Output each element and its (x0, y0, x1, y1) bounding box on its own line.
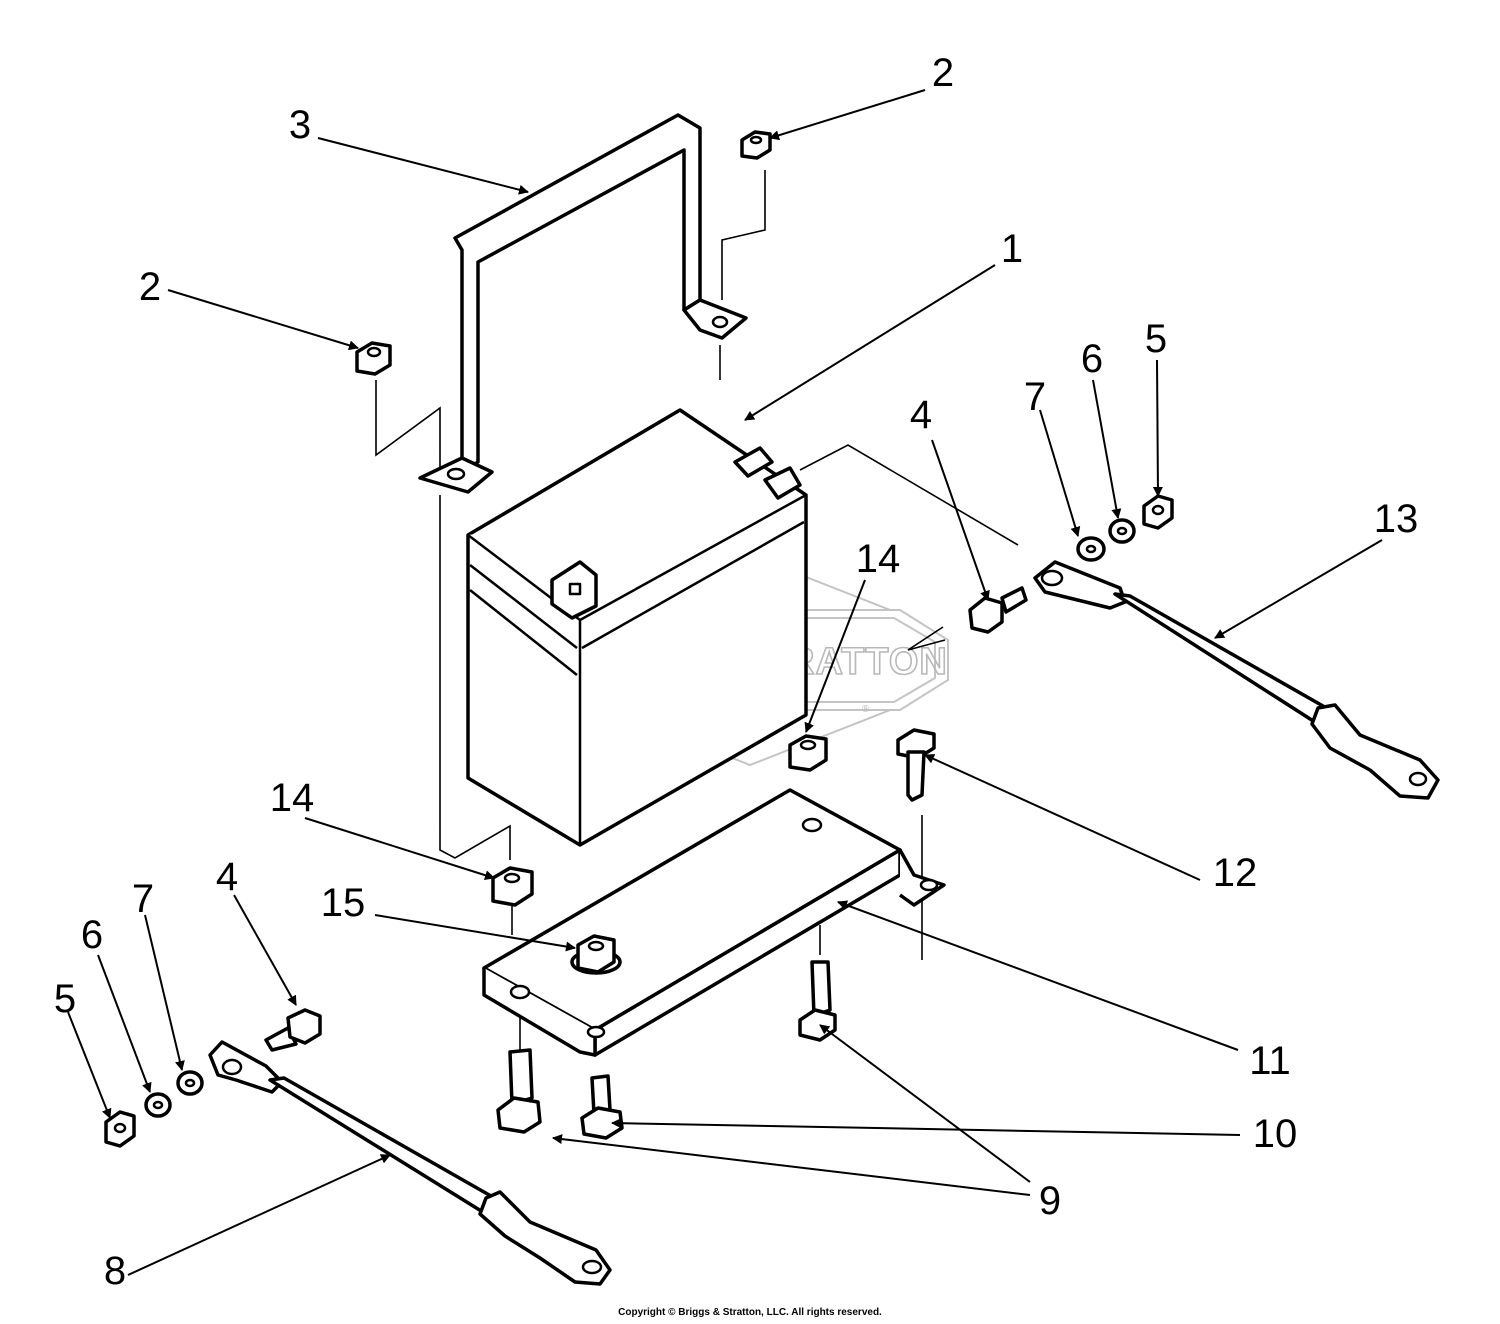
battery-hold-down-bracket (418, 113, 748, 494)
callout-4-right: 4 (910, 393, 932, 437)
terminal-bolt-right (968, 586, 1028, 634)
bolt-9-left (496, 1048, 542, 1134)
bolt-9-right (798, 960, 837, 1042)
screw-12 (896, 728, 936, 802)
hex-nut-upper-left (355, 341, 392, 376)
hex-nut-14-right (788, 734, 828, 772)
callout-7-right: 7 (1024, 375, 1046, 419)
hex-nut-14-left (491, 866, 534, 907)
callout-11: 11 (1249, 1039, 1291, 1083)
terminal-bolt-left (264, 1008, 322, 1052)
callout-5-right: 5 (1145, 317, 1167, 361)
alignment-guides (375, 170, 1019, 1050)
battery-cable-13 (1033, 560, 1440, 800)
flat-washer-right (1076, 536, 1106, 562)
flat-washer-left (176, 1070, 204, 1096)
watermark-registered-mark: ® (862, 704, 870, 715)
flange-nut (570, 934, 622, 975)
hex-nut-upper-right (740, 130, 772, 160)
callout-9: 9 (1039, 1179, 1061, 1223)
callout-7-left: 7 (132, 877, 154, 921)
copyright-notice: Copyright © Briggs & Stratton, LLC. All … (618, 1307, 882, 1318)
callout-labels: 1 2 2 3 4 4 5 5 6 6 7 7 8 9 10 11 12 13 … (54, 51, 1418, 1293)
callout-14-left: 14 (270, 776, 315, 820)
callout-3: 3 (289, 103, 311, 147)
hex-nut-5-left (104, 1110, 136, 1148)
callout-4-left: 4 (216, 855, 238, 899)
callout-6-right: 6 (1081, 337, 1103, 381)
callout-15: 15 (321, 881, 366, 925)
callout-6-left: 6 (81, 913, 103, 957)
callout-12: 12 (1213, 851, 1258, 895)
callout-13: 13 (1374, 497, 1419, 541)
lock-washer-right (1108, 518, 1136, 544)
callout-2-upper: 2 (932, 51, 954, 95)
lock-washer-left (144, 1092, 172, 1118)
bolt-10 (580, 1074, 624, 1140)
leader-lines (67, 89, 1383, 1276)
callout-2-left: 2 (139, 265, 161, 309)
battery (466, 408, 808, 847)
battery-cable-8 (208, 1040, 612, 1286)
callout-8: 8 (104, 1249, 126, 1293)
hex-nut-5-right (1142, 494, 1174, 530)
callout-1: 1 (1001, 227, 1023, 271)
callout-14-right: 14 (856, 537, 901, 581)
callout-10: 10 (1253, 1112, 1298, 1156)
callout-5-left: 5 (54, 977, 76, 1021)
